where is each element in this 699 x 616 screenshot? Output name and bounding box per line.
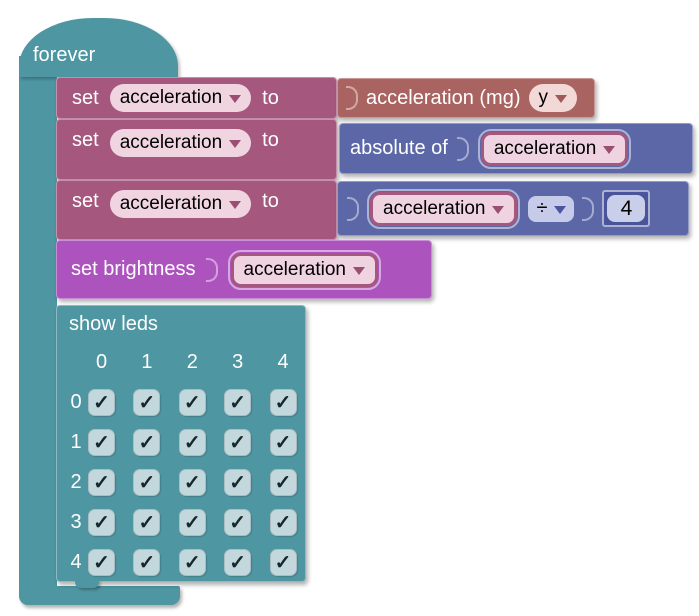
led-checkbox[interactable]: ✓ [269,388,297,416]
axis-dropdown-value: y [538,87,549,108]
variable-dropdown[interactable]: acceleration [109,129,252,157]
led-row-header: 4 [70,550,82,573]
variable-value-block[interactable]: acceleration [370,191,518,226]
led-checkbox[interactable]: ✓ [224,468,252,496]
variable-dropdown[interactable]: acceleration [109,84,252,112]
variable-value-block[interactable]: acceleration [230,252,378,287]
set-brightness-label: set brightness [71,258,196,280]
forever-block[interactable]: forever [19,18,178,77]
forever-label: forever [33,44,96,66]
led-checkbox[interactable]: ✓ [133,388,161,416]
led-row-header: 1 [70,430,82,453]
variable-value-label: acceleration [243,258,346,280]
led-col-header: 0 [95,350,108,373]
value-slot: acceleration [227,249,381,290]
set-label: set [72,86,99,109]
next-connector-bump [75,580,99,588]
variable-value-block[interactable]: acceleration [480,131,629,166]
operator-dropdown-value: ÷ [536,197,548,219]
value-socket-icon [582,196,595,221]
axis-dropdown[interactable]: y [528,84,578,112]
absolute-of-block[interactable]: absolute of acceleration [339,123,693,174]
led-checkbox[interactable]: ✓ [178,428,206,456]
variable-value-label: acceleration [493,137,597,159]
dropdown-arrow-icon [229,140,242,148]
led-row-header: 0 [70,390,82,413]
led-checkbox[interactable]: ✓ [88,428,115,456]
led-checkbox[interactable]: ✓ [88,388,115,416]
variable-dropdown-value: acceleration [119,132,223,153]
dropdown-arrow-icon [555,95,568,103]
value-socket-icon [347,196,359,221]
led-checkbox[interactable]: ✓ [224,388,252,416]
led-checkbox[interactable]: ✓ [224,548,252,576]
led-col-header: 4 [277,350,289,373]
value-socket-icon [456,136,469,161]
led-row-header: 2 [70,470,82,493]
set-brightness-block[interactable]: set brightness acceleration [56,240,432,299]
forever-left-arm [19,56,57,588]
to-label: to [262,86,279,109]
to-label: to [262,190,279,212]
set-variable-block-2[interactable]: set acceleration to [56,119,337,180]
set-label: set [72,129,99,151]
forever-bottom-bar [19,586,180,605]
led-row-header: 3 [70,510,82,533]
acceleration-mg-block[interactable]: acceleration (mg) y [337,78,595,118]
led-col-header: 2 [186,350,198,373]
led-grid: 0 1 2 3 4 0 ✓ ✓ ✓ ✓ ✓ 1 ✓ ✓ ✓ ✓ ✓ 2 ✓ ✓ ✓ ✓ ✓ 3 ✓ ✓ ✓ ✓ ✓ 4 ✓ ✓ ✓ ✓ ✓ [64,342,315,582]
led-checkbox[interactable]: ✓ [224,508,252,536]
led-checkbox[interactable]: ✓ [133,428,161,456]
dropdown-arrow-icon [603,145,616,154]
led-checkbox[interactable]: ✓ [133,548,161,576]
value-socket-icon [346,86,358,110]
dropdown-arrow-icon [229,201,242,209]
dropdown-arrow-icon [554,205,567,214]
operator-dropdown[interactable]: ÷ [528,195,575,222]
variable-value-label: acceleration [383,197,486,219]
dropdown-arrow-icon [352,266,365,275]
led-col-header: 3 [232,350,244,373]
number-slot: 4 [602,190,651,227]
led-checkbox[interactable]: ✓ [133,468,161,496]
led-checkbox[interactable]: ✓ [88,468,115,496]
value-socket-icon [205,257,218,282]
led-checkbox[interactable]: ✓ [88,508,115,536]
led-checkbox[interactable]: ✓ [178,388,206,416]
dropdown-arrow-icon [492,205,505,214]
show-leds-block[interactable]: show leds 0 1 2 3 4 0 ✓ ✓ ✓ ✓ ✓ 1 ✓ ✓ ✓ ✓ ✓ 2 ✓ ✓ ✓ ✓ ✓ 3 ✓ ✓ ✓ ✓ ✓ 4… [56,305,306,588]
show-leds-label: show leds [69,313,158,335]
variable-dropdown-value: acceleration [119,87,223,108]
dropdown-arrow-icon [229,95,242,103]
led-checkbox[interactable]: ✓ [269,508,297,536]
led-checkbox[interactable]: ✓ [133,508,161,536]
led-checkbox[interactable]: ✓ [269,468,297,496]
value-slot: acceleration [477,128,632,169]
led-checkbox[interactable]: ✓ [224,428,252,456]
division-block[interactable]: acceleration ÷ 4 [337,181,689,236]
led-checkbox[interactable]: ✓ [88,548,115,576]
variable-dropdown[interactable]: acceleration [109,190,252,218]
set-variable-block-1[interactable]: set acceleration to [56,77,337,119]
absolute-of-label: absolute of [350,137,448,159]
set-label: set [72,190,99,212]
acceleration-mg-label: acceleration (mg) [366,86,521,109]
set-variable-block-3[interactable]: set acceleration to [56,180,337,240]
led-checkbox[interactable]: ✓ [269,428,297,456]
led-checkbox[interactable]: ✓ [178,468,206,496]
to-label: to [262,129,279,151]
led-checkbox[interactable]: ✓ [178,548,206,576]
led-col-header: 1 [141,350,153,373]
led-checkbox[interactable]: ✓ [178,508,206,536]
number-input[interactable]: 4 [607,195,646,222]
value-slot: acceleration [367,188,521,229]
variable-dropdown-value: acceleration [119,193,223,214]
led-checkbox[interactable]: ✓ [269,548,297,576]
